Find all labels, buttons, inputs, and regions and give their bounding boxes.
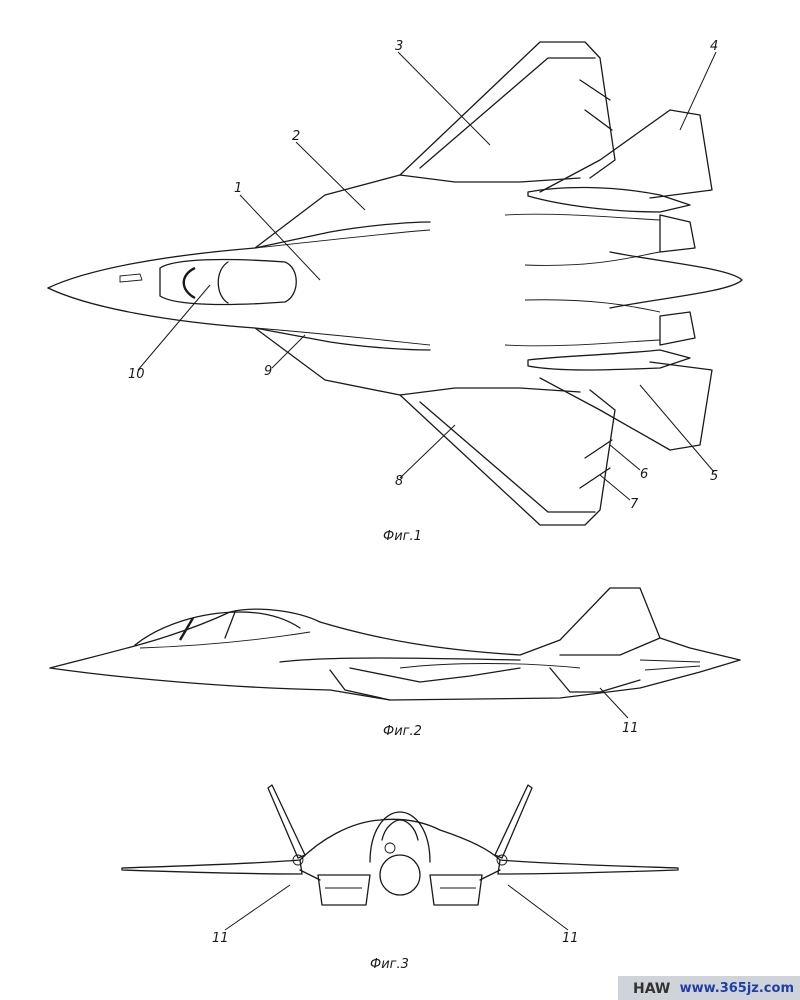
front-view-aircraft bbox=[121, 784, 679, 906]
callout-2: 2 bbox=[292, 129, 300, 144]
callout-1: 1 bbox=[234, 181, 242, 196]
fig3-caption: Фиг.3 bbox=[370, 957, 409, 972]
callout-8: 8 bbox=[395, 474, 403, 489]
fig3-callout-11-left: 11 bbox=[212, 931, 229, 946]
fig2-callout-11: 11 bbox=[622, 721, 639, 736]
watermark-logo-text: HAW bbox=[633, 981, 671, 997]
callout-9: 9 bbox=[264, 364, 272, 379]
side-view-aircraft bbox=[49, 587, 741, 701]
callout-5: 5 bbox=[710, 469, 718, 484]
fig3-leader-right bbox=[507, 884, 569, 931]
fig3-callout-11-right: 11 bbox=[562, 931, 579, 946]
callout-4: 4 bbox=[710, 39, 718, 54]
fig1-caption: Фиг.1 bbox=[383, 529, 422, 544]
watermark-site-link[interactable]: www.365jz.com bbox=[679, 981, 794, 996]
fig1-callout-numbers: 1 2 3 4 5 6 7 8 9 10 bbox=[128, 39, 718, 512]
fig2-caption: Фиг.2 bbox=[383, 724, 422, 739]
callout-7: 7 bbox=[630, 497, 639, 512]
fig3-leader-left bbox=[224, 884, 291, 931]
callout-3: 3 bbox=[395, 39, 403, 54]
fig2-leader bbox=[599, 687, 629, 719]
callout-6: 6 bbox=[640, 467, 648, 482]
callout-10: 10 bbox=[128, 367, 145, 382]
fig1-leaders bbox=[137, 51, 717, 501]
watermark-banner bbox=[618, 976, 800, 1000]
top-view-aircraft bbox=[47, 41, 743, 526]
